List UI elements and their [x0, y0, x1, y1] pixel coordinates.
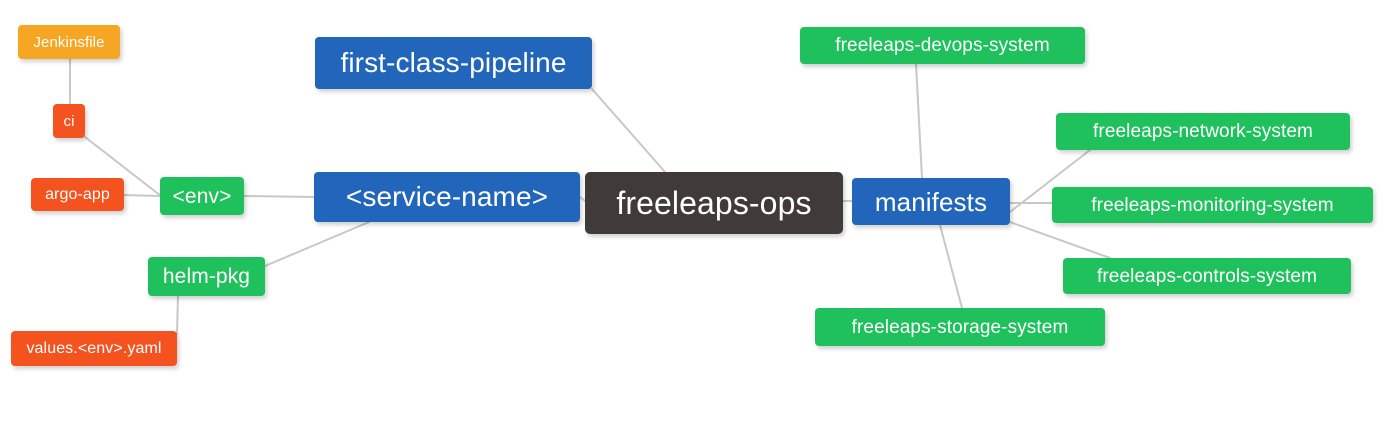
mindmap-node-label: freeleaps-controls-system [1096, 265, 1318, 287]
mindmap-node-label: freeleaps-storage-system [851, 316, 1069, 338]
mindmap-node-label: freeleaps-network-system [1093, 121, 1313, 142]
mindmap-node-label: freeleaps-monitoring-system [1091, 194, 1334, 216]
mindmap-node-label: manifests [874, 186, 988, 217]
mindmap-node-label: freeleaps-ops [616, 185, 812, 221]
mindmap-node-helm-pkg[interactable]: helm-pkg [148, 257, 265, 296]
mindmap-node-freeleaps-devops-system[interactable]: freeleaps-devops-system [800, 27, 1085, 64]
mindmap-node-service-name[interactable]: <service-name> [314, 172, 580, 222]
edge-manifests-to-freeleaps-devops-system [915, 63, 923, 179]
mindmap-node-label: values.<env>.yaml [26, 339, 162, 357]
mindmap-node-label: <service-name> [345, 181, 549, 212]
mindmap-node-jenkinsfile[interactable]: Jenkinsfile [18, 25, 120, 59]
mindmap-node-label: freeleaps-devops-system [835, 35, 1050, 56]
edge-manifests-to-freeleaps-controls-system [1009, 221, 1111, 259]
mindmap-node-label: Jenkinsfile [33, 33, 105, 51]
mindmap-node-freeleaps-controls-system[interactable]: freeleaps-controls-system [1063, 258, 1351, 294]
mindmap-node-label: ci [63, 112, 75, 130]
mindmap-node-manifests[interactable]: manifests [852, 178, 1010, 225]
mindmap-node-label: argo-app [45, 185, 110, 203]
mindmap-node-ci[interactable]: ci [53, 104, 85, 138]
mindmap-node-freeleaps-network-system[interactable]: freeleaps-network-system [1056, 113, 1350, 150]
edge-values-yaml-to-helm-pkg [176, 295, 179, 335]
edge-env-to-service-name [243, 195, 315, 198]
edge-helm-pkg-to-service-name [264, 221, 370, 267]
mindmap-node-freeleaps-storage-system[interactable]: freeleaps-storage-system [815, 308, 1105, 346]
mindmap-node-label: <env> [172, 184, 232, 208]
mindmap-node-label: first-class-pipeline [340, 47, 567, 78]
mindmap-node-first-class-pipeline[interactable]: first-class-pipeline [315, 37, 592, 89]
edge-argo-app-to-env [123, 194, 161, 197]
mindmap-node-label: helm-pkg [162, 265, 251, 288]
edge-first-class-pipeline-to-freeleaps-ops [591, 88, 666, 173]
mindmap-node-env[interactable]: <env> [160, 177, 244, 215]
mindmap-node-freeleaps-ops[interactable]: freeleaps-ops [585, 172, 843, 234]
mindmap-node-argo-app[interactable]: argo-app [31, 178, 124, 211]
mindmap-node-freeleaps-monitoring-system[interactable]: freeleaps-monitoring-system [1052, 187, 1373, 223]
mindmap-node-values-yaml[interactable]: values.<env>.yaml [11, 331, 177, 366]
edge-manifests-to-freeleaps-storage-system [939, 224, 963, 309]
